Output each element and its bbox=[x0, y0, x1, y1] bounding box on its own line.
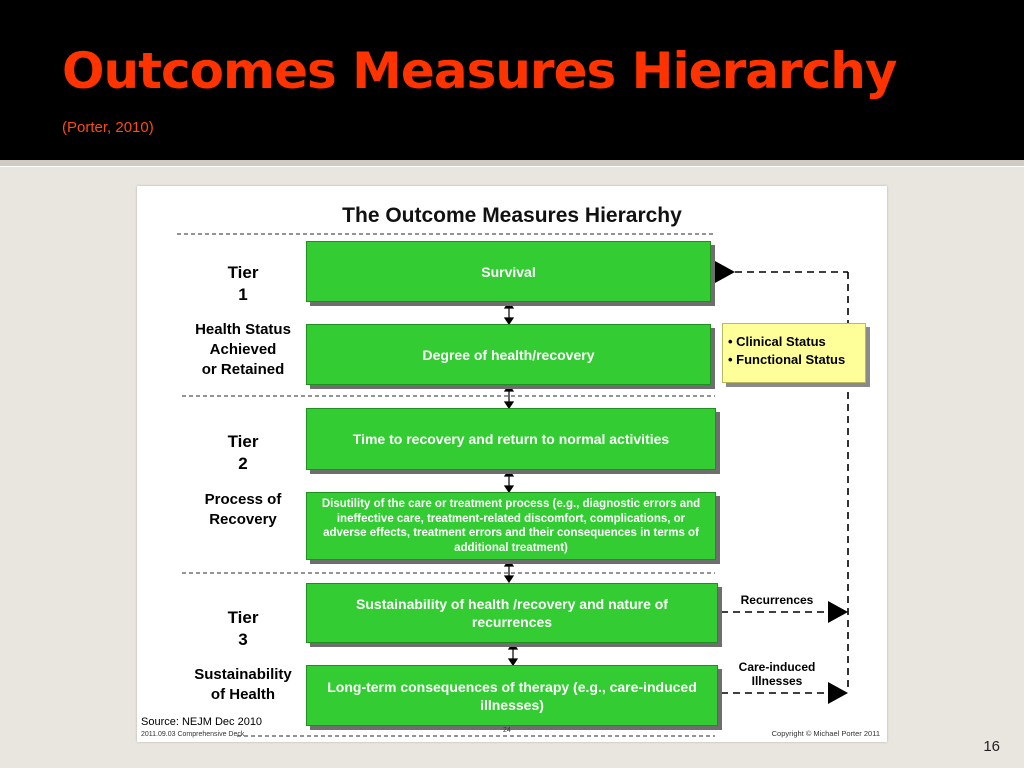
box-sustainability: Sustainability of health /recovery and n… bbox=[306, 583, 718, 643]
tier-desc-line: or Retained bbox=[201, 361, 285, 378]
tier-1-label: Tier 1 bbox=[203, 262, 283, 306]
tier-desc-line: Health Status bbox=[195, 321, 291, 338]
tier-2-label: Tier 2 bbox=[203, 431, 283, 475]
slide-header bbox=[0, 0, 1024, 160]
box-long-term-consequences: Long-term consequences of therapy (e.g.,… bbox=[306, 665, 718, 726]
header-divider bbox=[0, 160, 1024, 167]
care-induced-line: Illnesses bbox=[751, 674, 803, 688]
status-box: • Clinical Status • Functional Status bbox=[722, 323, 866, 383]
tier-desc-line: Sustainability bbox=[194, 666, 292, 683]
tier-number: 3 bbox=[238, 630, 248, 649]
tier-number: 1 bbox=[238, 285, 248, 304]
tier-3-label: Tier 3 bbox=[203, 607, 283, 651]
tier-2-description: Process of Recovery bbox=[173, 490, 313, 530]
hierarchy-figure: The Outcome Measures Hierarchy Tier 1 He… bbox=[137, 186, 887, 742]
figure-page-number: 24 bbox=[503, 727, 511, 734]
care-induced-line: Care-induced bbox=[738, 660, 816, 674]
tier-desc-line: of Health bbox=[210, 686, 276, 703]
tier-desc-line: Recovery bbox=[209, 511, 277, 528]
recurrences-label: Recurrences bbox=[740, 593, 814, 607]
care-induced-label: Care-induced Illnesses bbox=[727, 660, 827, 688]
figure-source: Source: NEJM Dec 2010 bbox=[141, 716, 263, 728]
tier-number: 2 bbox=[238, 454, 248, 473]
arrowhead-to-survival bbox=[715, 261, 735, 283]
tier-label-text: Tier bbox=[227, 432, 259, 451]
tier-3-description: Sustainability of Health bbox=[173, 665, 313, 705]
tier-label-text: Tier bbox=[227, 608, 259, 627]
box-degree-of-health: Degree of health/recovery bbox=[306, 324, 711, 385]
feedback-loop bbox=[721, 271, 849, 694]
figure-connectors bbox=[177, 233, 849, 737]
slide-title: Outcomes Measures Hierarchy bbox=[62, 42, 897, 100]
figure-deck-label: 2011.09.03 Comprehensive Deck bbox=[141, 731, 245, 738]
figure-copyright: Copyright © Michael Porter 2011 bbox=[771, 729, 880, 738]
figure-title: The Outcome Measures Hierarchy bbox=[342, 204, 682, 227]
tier-desc-line: Process of bbox=[204, 491, 282, 508]
arrowhead-care-induced bbox=[828, 682, 848, 704]
box-disutility: Disutility of the care or treatment proc… bbox=[306, 492, 716, 560]
tier-label-text: Tier bbox=[227, 263, 259, 282]
vertical-connectors bbox=[503, 300, 519, 667]
arrowhead-recurrences bbox=[828, 601, 848, 623]
slide-subtitle: (Porter, 2010) bbox=[62, 119, 154, 136]
slide-page-number: 16 bbox=[983, 738, 1000, 755]
status-item-functional: • Functional Status bbox=[728, 352, 846, 367]
box-survival: Survival bbox=[306, 241, 711, 302]
box-time-to-recovery: Time to recovery and return to normal ac… bbox=[306, 408, 716, 470]
tier-1-description: Health Status Achieved or Retained bbox=[173, 320, 313, 380]
status-item-clinical: • Clinical Status bbox=[728, 334, 826, 349]
tier-desc-line: Achieved bbox=[209, 341, 277, 358]
